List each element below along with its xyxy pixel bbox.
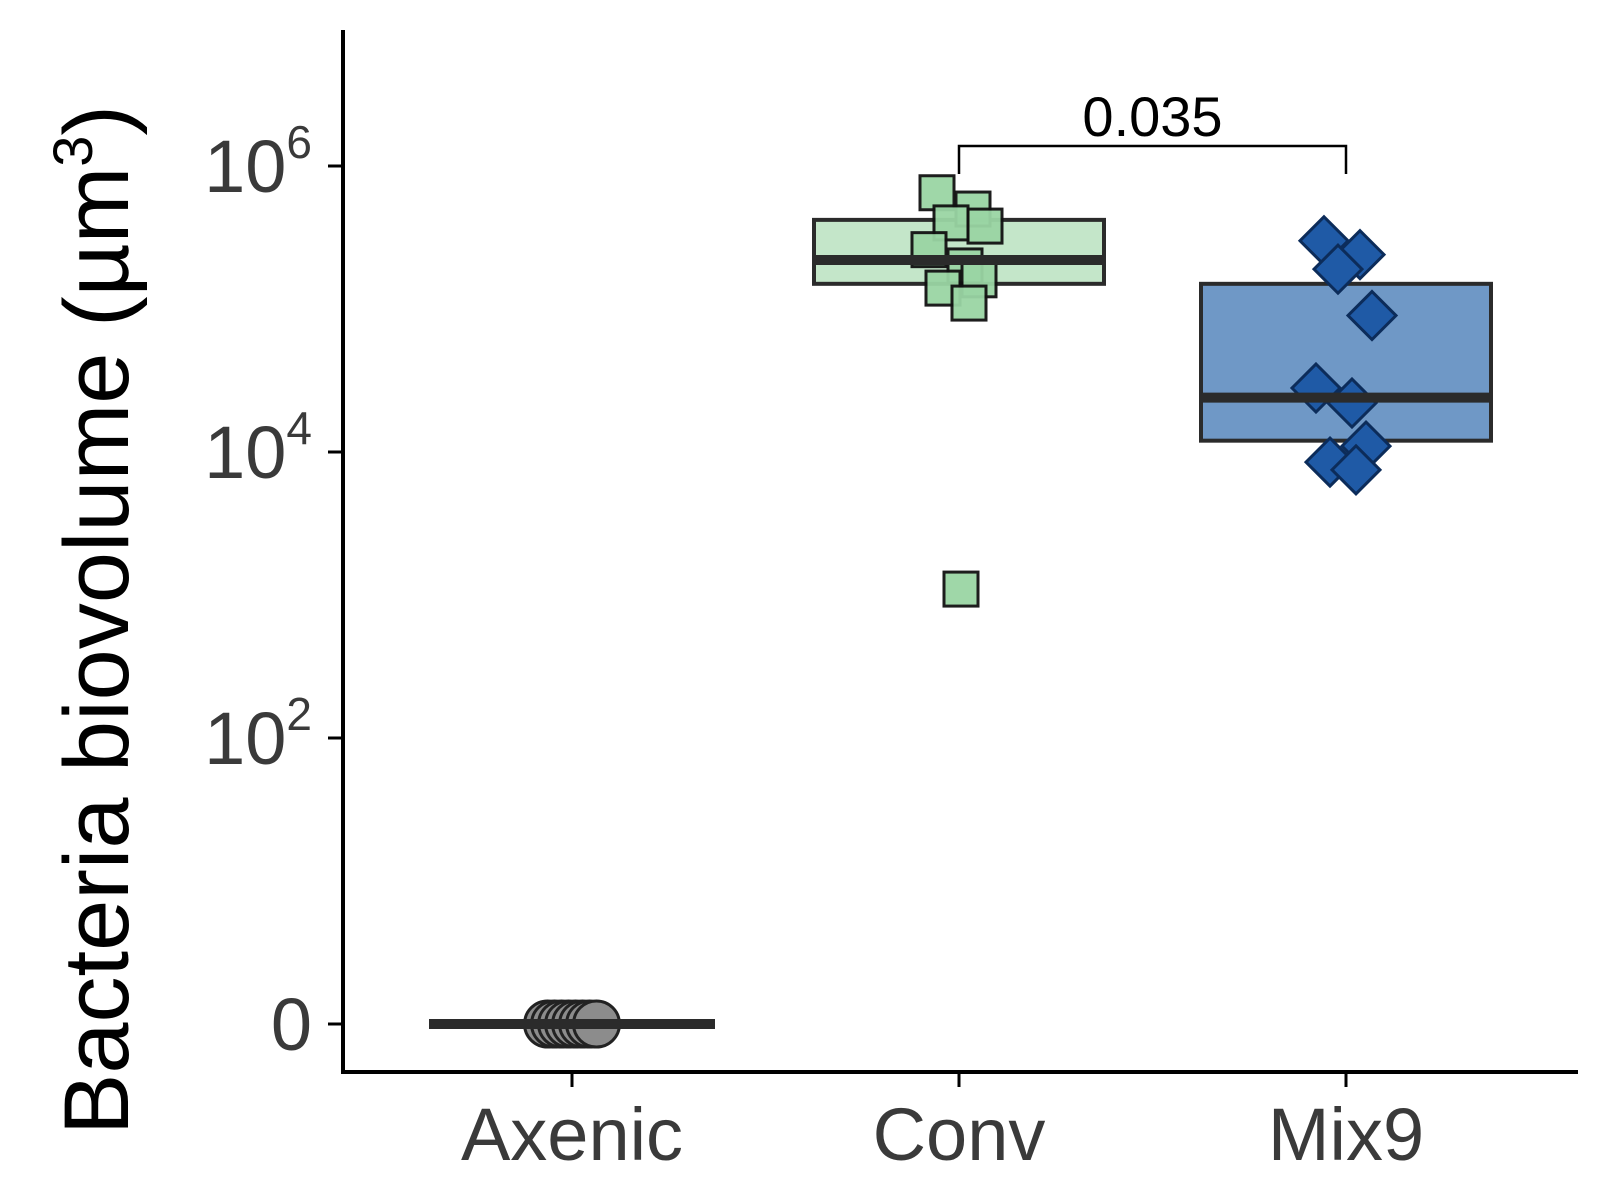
y-tick-label: 104 xyxy=(204,402,312,494)
points-layer xyxy=(429,174,1491,1049)
y-axis-title-superscript: 3 xyxy=(41,136,104,167)
x-tick-label-axenic: Axenic xyxy=(461,1093,683,1176)
data-point-conv xyxy=(950,284,988,322)
annotation-layer: 0.035 xyxy=(957,85,1348,174)
y-tick-label: 106 xyxy=(204,116,312,208)
data-point-mix9 xyxy=(1345,289,1399,342)
x-tick-label-conv: Conv xyxy=(873,1093,1046,1176)
y-axis-title: Bacteria biovolume (µm3) xyxy=(41,105,148,1135)
y-tick-label: 0 xyxy=(271,983,312,1066)
axes-layer xyxy=(341,30,1578,1074)
y-tick-label: 102 xyxy=(204,688,312,780)
data-point-mix9 xyxy=(1311,243,1365,296)
y-axis-title-main: Bacteria biovolume (µm xyxy=(46,167,148,1135)
data-point-mix9 xyxy=(1329,443,1383,496)
significance-label: 0.035 xyxy=(1082,85,1222,148)
data-point-conv xyxy=(966,207,1004,245)
x-tick-label-mix9: Mix9 xyxy=(1268,1093,1424,1176)
significance-bracket xyxy=(957,144,1348,174)
data-point-conv xyxy=(942,570,980,608)
y-axis-title-close: ) xyxy=(46,105,148,136)
